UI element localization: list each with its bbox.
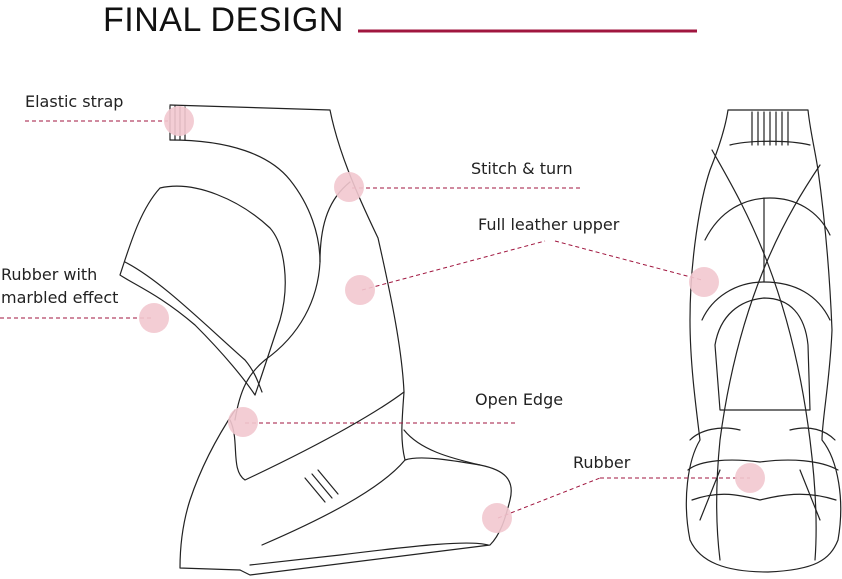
leader-rubber-side [497, 477, 601, 519]
label-stitch-turn: Stitch & turn [471, 159, 573, 178]
side-wedge-heel [239, 391, 512, 576]
label-rubber-marbled-line1: Rubber with [1, 265, 98, 284]
label-rubber: Rubber [573, 453, 631, 472]
dot-stitch-turn [334, 172, 364, 202]
side-view-shoe [119, 104, 512, 576]
label-open-edge: Open Edge [475, 390, 564, 409]
front-view-shoe [685, 109, 842, 573]
page-title: FINAL DESIGN [103, 1, 344, 39]
dot-full-leather-side [345, 275, 375, 305]
dot-rubber-marbled [139, 303, 169, 333]
label-elastic-strap: Elastic strap [25, 92, 124, 111]
dot-elastic-strap [164, 106, 194, 136]
leader-full-leather-side [361, 240, 546, 291]
label-full-leather-upper: Full leather upper [478, 215, 620, 234]
front-outer-outline [685, 109, 842, 573]
dot-rubber-side [482, 503, 512, 533]
dot-open-edge [228, 407, 258, 437]
label-rubber-marbled-line2: marbled effect [1, 288, 119, 307]
leader-full-leather-front [554, 240, 703, 281]
dot-full-leather-front [689, 267, 719, 297]
dot-rubber-front [735, 463, 765, 493]
side-marbled-wedge [119, 185, 286, 396]
